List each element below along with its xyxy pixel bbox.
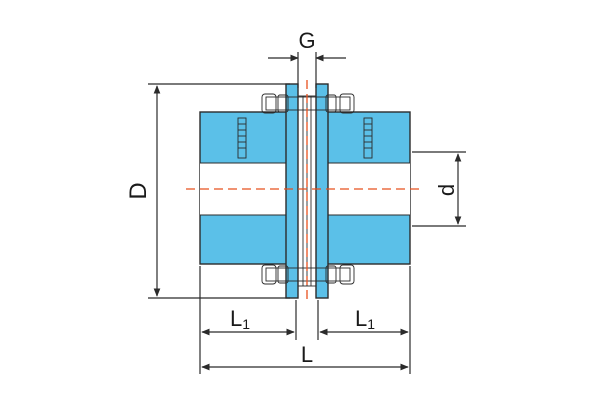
right-hub: [317, 111, 411, 265]
dimension-l1-left: L1: [199, 266, 297, 374]
label-l-total: L: [301, 342, 313, 367]
dimension-d-outer: D: [125, 83, 290, 299]
dimension-g: G: [268, 28, 346, 88]
label-g: G: [298, 28, 315, 53]
bottom-bolt: [261, 264, 355, 285]
left-hub: [199, 111, 297, 265]
label-d-bore: d: [434, 184, 459, 196]
label-l1-left: L1: [230, 306, 250, 332]
top-bolt: [261, 93, 355, 114]
label-l1-right: L1: [355, 306, 375, 332]
right-set-screw: [363, 117, 373, 159]
dimension-l-total: L: [201, 342, 409, 371]
flange-disc-pack: [285, 83, 329, 299]
dimension-l1-right: L1: [317, 266, 411, 374]
label-d-outer: D: [125, 182, 152, 199]
dimension-d-bore: d: [412, 151, 466, 227]
left-set-screw: [237, 117, 247, 159]
